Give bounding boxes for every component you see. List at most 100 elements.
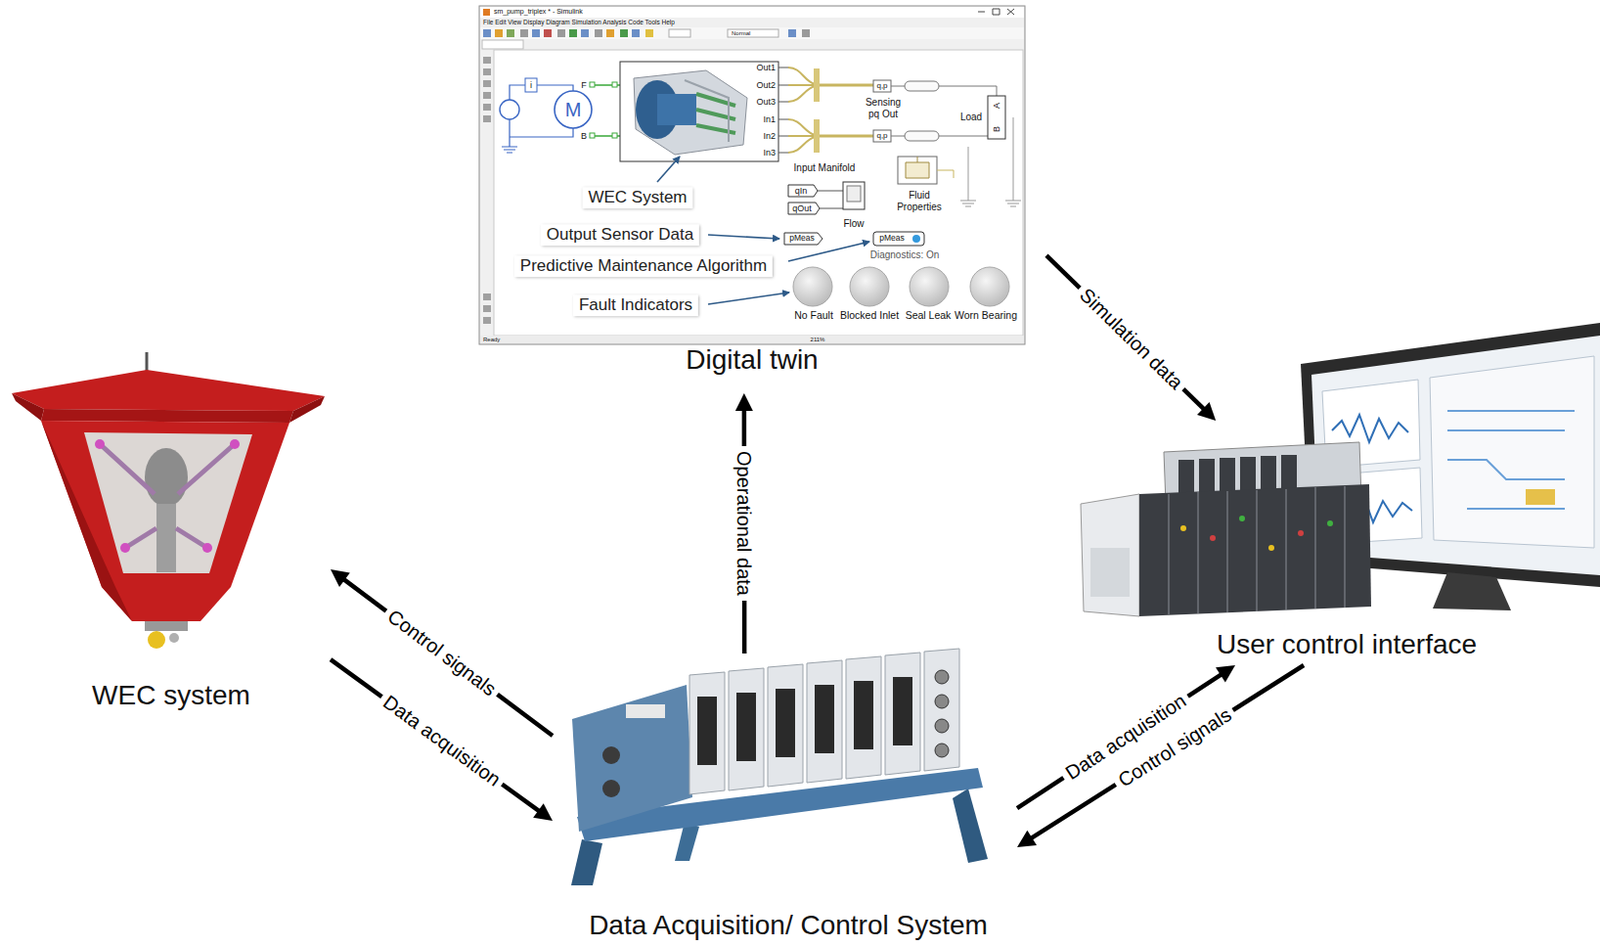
daq-chassis-illustration-part	[934, 694, 949, 709]
pxi-workstation-illustration-part	[1199, 458, 1215, 494]
sensor-blocks-part	[873, 231, 925, 246]
edge-label: Operational data	[732, 445, 756, 601]
pxi-workstation-illustration-part	[1432, 572, 1512, 611]
sensor-blocks-part	[846, 185, 861, 202]
sensor-blocks-part	[912, 234, 921, 243]
sensor-blocks-part	[843, 181, 865, 210]
daq-chassis-illustration	[571, 648, 988, 886]
pump-block-part	[633, 70, 748, 155]
electrical-circuit-part	[499, 99, 520, 120]
pump-block-part	[620, 61, 779, 162]
callout-leaders-part	[788, 241, 870, 262]
electrical-circuit-part	[589, 133, 595, 138]
label-text: qOut	[792, 203, 812, 214]
label-text: pMeas	[879, 233, 905, 244]
electrical-circuit-part	[594, 85, 621, 136]
label-text: Normal	[731, 30, 751, 38]
sensor-blocks-part	[849, 266, 889, 307]
simulink-window-part	[494, 29, 503, 38]
simulink-window-part	[620, 29, 628, 38]
simulink-window-part	[532, 29, 540, 38]
electrical-circuit-part	[554, 90, 592, 129]
daq-chassis-illustration-part	[934, 669, 949, 684]
label-text: q,p	[876, 131, 888, 140]
pxi-workstation-illustration-part	[1429, 355, 1595, 548]
simulink-window-part	[483, 115, 491, 123]
arrow-head	[330, 569, 351, 587]
simulink-window-part	[520, 29, 529, 38]
pxi-workstation-illustration-part	[1209, 534, 1216, 541]
simulink-window-part	[482, 40, 524, 49]
pxi-workstation-illustration-part	[1297, 530, 1304, 536]
wec-buoy-illustration-part	[289, 396, 325, 423]
wec-buoy-illustration-part	[41, 420, 290, 622]
simulink-window-part	[483, 305, 491, 312]
sensor-blocks	[784, 156, 1010, 307]
daq-chassis-illustration-part	[853, 680, 874, 750]
simulink-window-part	[631, 29, 640, 38]
simulink-window-part	[645, 29, 654, 38]
label-text: Fluid Properties	[892, 189, 946, 213]
wec-buoy-illustration-part	[169, 632, 179, 643]
arrow-head	[1197, 401, 1216, 421]
daq-chassis-illustration-part	[602, 746, 621, 764]
edge-label: Control signals	[378, 601, 504, 705]
pxi-workstation-illustration-part	[1332, 414, 1409, 443]
daq-chassis-illustration-part	[767, 664, 803, 787]
component-node: WEC system	[7, 361, 331, 724]
daq-chassis-illustration-part	[892, 676, 913, 746]
pxi-workstation-illustration-part	[1090, 547, 1130, 597]
label-text: Blocked Inlet	[840, 309, 899, 321]
manifold-buses-part	[904, 131, 939, 141]
daq-chassis-illustration-part	[934, 718, 949, 733]
label-text: qIn	[795, 185, 808, 196]
wec-buoy-illustration-part	[11, 369, 325, 411]
label-text: Input Manifold	[794, 162, 856, 175]
sensor-blocks-part	[817, 190, 844, 209]
edge-label: Simulation data	[1070, 278, 1192, 397]
simulink-window-part	[483, 80, 491, 88]
sensor-blocks-part	[788, 184, 818, 197]
label-text: sm_pump_triplex * - Simulink	[493, 7, 583, 16]
pxi-workstation-illustration-part	[1180, 525, 1187, 532]
pxi-workstation-illustration-part	[1281, 454, 1297, 490]
daq-chassis-illustration-part	[736, 692, 756, 761]
daq-chassis-illustration-part	[885, 652, 921, 775]
connector-line	[1030, 665, 1305, 839]
callout-leaders-part	[708, 292, 790, 305]
simulink-window-part	[668, 29, 691, 38]
daq-chassis-illustration-part	[952, 788, 988, 863]
wec-buoy-illustration-part	[120, 542, 131, 553]
pxi-workstation-illustration-part	[1219, 457, 1236, 493]
pxi-workstation-illustration-part	[1080, 493, 1140, 617]
manifold-buses-part	[904, 81, 939, 91]
pxi-workstation-illustration-part	[1139, 484, 1372, 617]
daq-chassis-illustration-part	[728, 667, 764, 791]
label-text: B	[580, 131, 587, 141]
wec-buoy-illustration-part	[94, 439, 105, 449]
wec-buoy-illustration-part	[229, 439, 240, 449]
pxi-workstation-illustration-part	[1525, 488, 1556, 505]
sensor-blocks-part	[788, 202, 820, 215]
manifold-buses-part	[788, 67, 816, 102]
label-text: B	[991, 126, 1002, 133]
component-node: Data Acquisition/ Control System	[552, 653, 1018, 943]
connector-line	[343, 578, 553, 736]
simulink-window-part	[479, 5, 1025, 345]
pxi-workstation-illustration-part	[1240, 456, 1256, 492]
simulink-window	[479, 5, 1025, 345]
pxi-workstation-illustration-part	[1168, 486, 1345, 615]
component-label: Data Acquisition/ Control System	[588, 909, 988, 941]
simulink-window-part	[727, 29, 779, 38]
pump-block	[620, 61, 789, 162]
label-text: In3	[762, 147, 776, 158]
label-text: Seal Leak	[905, 309, 952, 321]
daq-chassis-illustration-part	[814, 684, 835, 754]
pxi-workstation-illustration-part	[1327, 520, 1334, 527]
sensor-blocks-part	[793, 266, 833, 307]
label-text: q,p	[876, 81, 888, 90]
label-text: 211%	[810, 336, 826, 344]
pump-block-part	[778, 67, 789, 153]
